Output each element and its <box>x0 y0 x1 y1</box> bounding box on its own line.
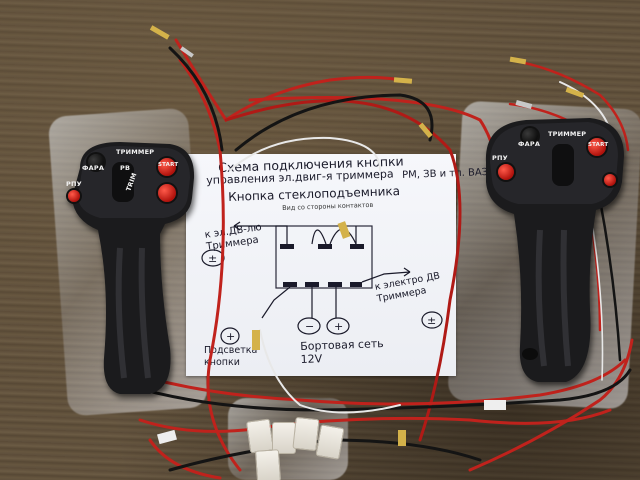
switch-outline <box>275 225 373 289</box>
fara-button-right[interactable] <box>522 128 538 144</box>
label-fara-right: ФАРА <box>518 140 541 148</box>
contact-top-3 <box>350 244 364 249</box>
aux-button-right[interactable] <box>604 174 616 186</box>
label-fara-left: ФАРА <box>82 164 105 172</box>
start-button-left[interactable] <box>158 158 176 176</box>
label-pb-left: РВ <box>120 164 131 172</box>
contact-bottom-3 <box>328 282 342 287</box>
trim-rocker <box>112 162 134 202</box>
sign-plus-backlight: + <box>226 330 235 343</box>
contact-top-1 <box>280 244 294 249</box>
contact-top-2 <box>318 244 332 249</box>
label-rpu-right: РПУ <box>492 154 508 162</box>
label-rpu-left: РПУ <box>66 180 82 188</box>
diagram-sheet <box>186 154 456 376</box>
contact-bottom-4 <box>350 282 362 287</box>
start-button-right[interactable] <box>588 138 606 156</box>
aux-button-left[interactable] <box>158 184 176 202</box>
label-trimmer-left: ТРИММЕР <box>116 148 155 156</box>
controller-right-body <box>485 118 624 382</box>
rpu-button-left[interactable] <box>68 190 80 202</box>
label-start-right: START <box>588 142 609 148</box>
connector-3 <box>292 416 320 452</box>
controller-right: ТРИММЕР ФАРА START РПУ <box>478 110 628 390</box>
controller-left: ТРИММЕР ФАРА РВ ТRIM START РПУ <box>60 138 200 398</box>
contact-bottom-1 <box>283 282 297 287</box>
contact-bottom-2 <box>305 282 319 287</box>
sign-plus: + <box>334 320 343 333</box>
rpu-button-right[interactable] <box>498 164 514 180</box>
connector-5 <box>254 449 282 480</box>
sign-pm-right: ± <box>427 314 436 327</box>
trim-rocker-right <box>552 144 574 186</box>
label-start-left: START <box>158 162 179 168</box>
fara-button-left[interactable] <box>88 154 104 170</box>
connector-1 <box>245 418 275 454</box>
sign-pm-left: ± <box>208 252 217 265</box>
label-backlight: Подсветка кнопки <box>204 345 258 368</box>
label-trimmer-right: ТРИММЕР <box>548 130 587 138</box>
sign-minus: − <box>305 320 314 333</box>
